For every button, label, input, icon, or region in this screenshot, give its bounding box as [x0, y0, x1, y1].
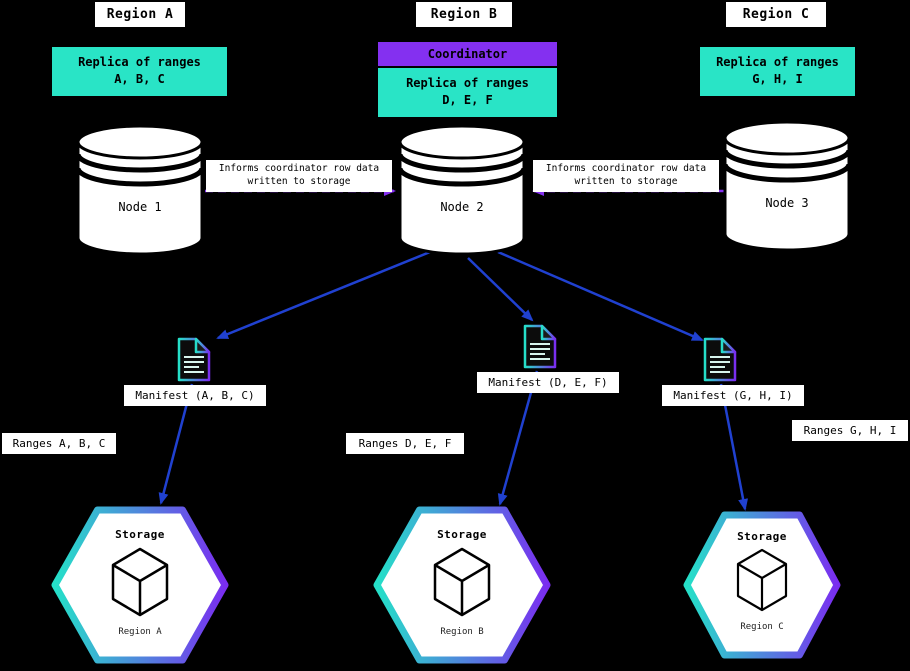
inform-right-line1: Informs coordinator row data [545, 163, 707, 174]
replica-a-line2: A, B, C [114, 72, 165, 87]
ranges-a-label: Ranges A, B, C [2, 433, 116, 454]
arrow-node2-to-manifest-b [467, 257, 534, 322]
inform-left-line1: Informs coordinator row data [218, 163, 380, 174]
storage-hexagon-b [373, 506, 551, 664]
database-icon-node3 [722, 120, 852, 252]
manifest-file-icon-c [703, 337, 737, 382]
region-a-title: Region A [95, 2, 185, 27]
ranges-b-label: Ranges D, E, F [346, 433, 464, 454]
cube-icon-b [433, 547, 491, 617]
cube-icon-c [736, 548, 788, 612]
replica-b-line2: D, E, F [442, 93, 493, 108]
manifest-a-label: Manifest (A, B, C) [124, 385, 266, 406]
storage-a-region: Region A [118, 627, 162, 637]
cube-icon-a [111, 547, 169, 617]
storage-b-region: Region B [440, 627, 484, 637]
manifest-b-label: Manifest (D, E, F) [477, 372, 619, 393]
inform-right-line2: written to storage [574, 175, 678, 187]
storage-hexagon-c [683, 511, 841, 659]
manifest-c-label: Manifest (G, H, I) [662, 385, 804, 406]
inform-label-left: Informs coordinator row data written to … [206, 160, 392, 192]
inform-label-right: Informs coordinator row data written to … [533, 160, 719, 192]
ranges-c-label: Ranges G, H, I [792, 420, 908, 441]
replica-a-line1: Replica of ranges [78, 55, 201, 69]
replica-box-b: Replica of ranges D, E, F [378, 68, 557, 117]
node1-label: Node 1 [118, 200, 162, 214]
inform-left-line2: written to storage [247, 175, 351, 187]
arrow-node2-to-manifest-a [216, 250, 431, 340]
storage-c-title: Storage [737, 530, 787, 543]
arrow-manifest-b-to-storage-b [497, 370, 539, 506]
manifest-file-icon-a [177, 337, 211, 382]
replica-c-line1: Replica of ranges [716, 55, 839, 69]
manifest-file-icon-b [523, 324, 557, 369]
database-icon-node2 [397, 124, 527, 256]
storage-c-region: Region C [740, 622, 784, 632]
storage-hexagon-a [51, 506, 229, 664]
replica-box-a: Replica of ranges A, B, C [52, 47, 227, 96]
coordinator-box: Coordinator [378, 42, 557, 66]
replica-c-line2: G, H, I [752, 72, 803, 87]
arrow-node2-to-manifest-c [497, 250, 704, 342]
node3-label: Node 3 [765, 196, 809, 210]
node2-label: Node 2 [440, 200, 484, 214]
storage-a-title: Storage [115, 528, 165, 541]
region-c-title: Region C [726, 2, 826, 27]
database-icon-node1 [75, 124, 205, 256]
storage-b-title: Storage [437, 528, 487, 541]
replica-b-line1: Replica of ranges [406, 76, 529, 90]
replica-box-c: Replica of ranges G, H, I [700, 47, 855, 96]
region-b-title: Region B [416, 2, 512, 27]
